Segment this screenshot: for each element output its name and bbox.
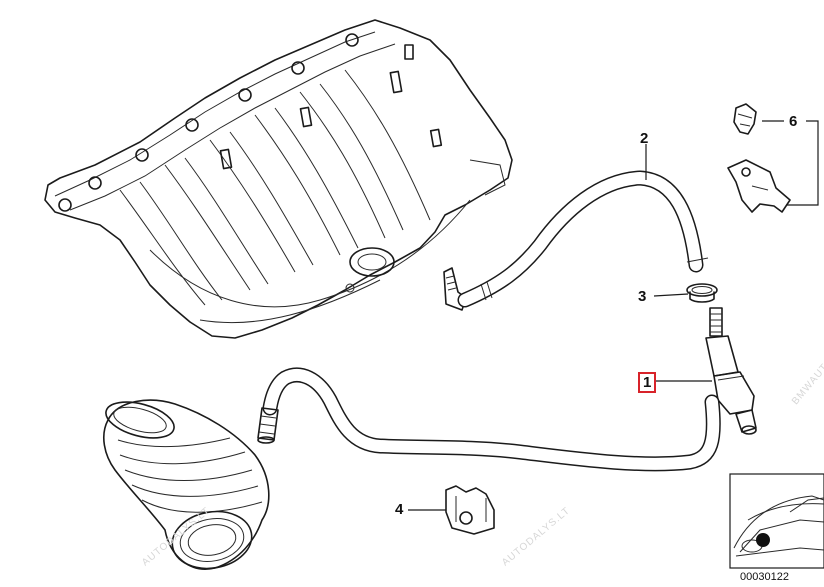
callout-2: 2: [640, 130, 649, 147]
leader-line-6: [762, 120, 819, 206]
vehicle-locator-thumbnail: [729, 473, 824, 569]
clip-6: [733, 103, 757, 135]
callout-1-highlighted[interactable]: 1: [638, 372, 657, 393]
location-marker-dot: [756, 533, 770, 547]
callout-4: 4: [395, 501, 404, 518]
holding-bracket: [727, 159, 791, 213]
callout-6: 6: [789, 113, 798, 130]
rubber-grommet-4: [445, 485, 495, 535]
hose-lower: [257, 367, 721, 472]
diagram-reference-code: 00030122: [740, 571, 789, 583]
callout-3: 3: [638, 288, 647, 305]
hose-2: [457, 170, 709, 308]
intake-air-boot: [103, 399, 270, 570]
hose-clamp-3: [686, 283, 718, 303]
intake-manifold: [44, 19, 513, 339]
leader-line-3: [653, 293, 689, 297]
